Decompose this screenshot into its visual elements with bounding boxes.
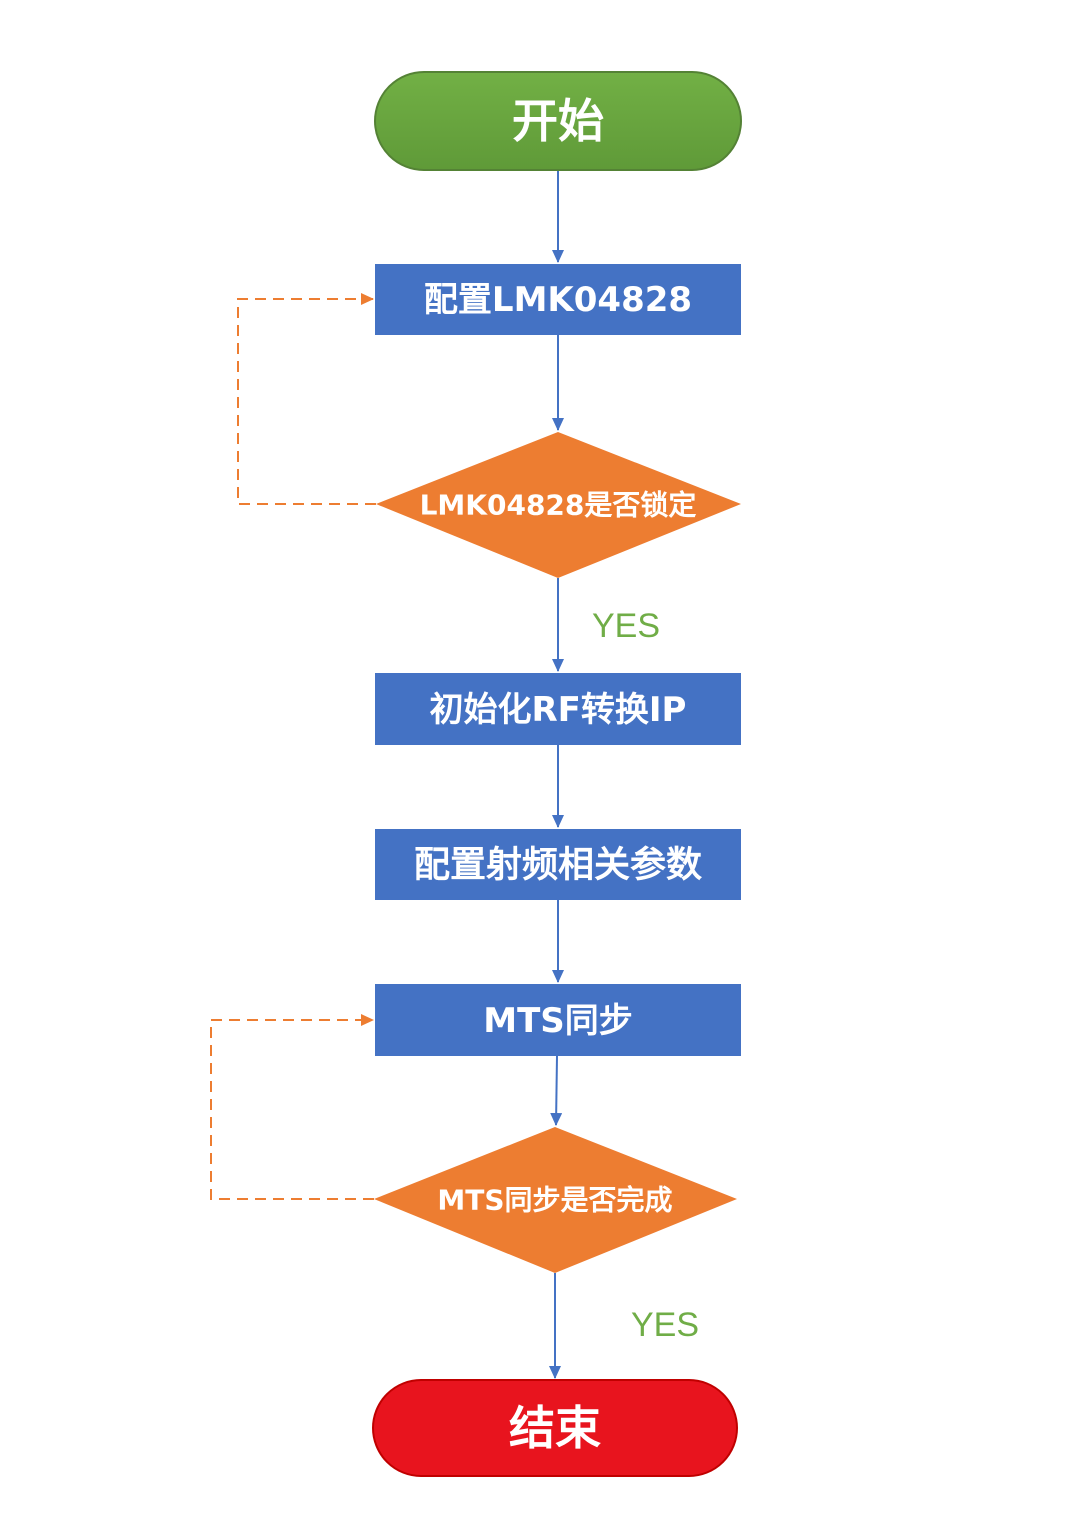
mts-sync-check-label: MTS同步是否完成 — [437, 1184, 672, 1217]
lmk-locked-label: LMK04828是否锁定 — [420, 489, 697, 522]
end-label: 结束 — [509, 1401, 601, 1455]
init-rf-ip-label: 初始化RF转换IP — [430, 690, 687, 730]
loop-arrow-mts-retry — [210, 1014, 374, 1200]
mts-sync-label: MTS同步 — [483, 1001, 633, 1041]
yes-label-lmk: YES — [592, 607, 660, 645]
configure-rf-params-node: 配置射频相关参数 — [375, 829, 741, 900]
configure-lmk-node: 配置LMK04828 — [375, 264, 741, 335]
init-rf-ip-node: 初始化RF转换IP — [375, 673, 741, 745]
mts-sync-decision: MTS同步是否完成 — [374, 1127, 737, 1273]
loop-arrow-lmk-retry — [237, 293, 376, 505]
start-label: 开始 — [512, 94, 604, 148]
yes-label-mts: YES — [631, 1306, 699, 1344]
lmk-locked-decision: LMK04828是否锁定 — [376, 432, 741, 578]
arrow-mts-to-mts-check — [550, 1055, 563, 1126]
end-node: 结束 — [372, 1379, 738, 1477]
mts-sync-node: MTS同步 — [375, 984, 741, 1056]
configure-rf-params-label: 配置射频相关参数 — [414, 845, 702, 886]
configure-lmk-label: 配置LMK04828 — [424, 280, 692, 320]
start-node: 开始 — [374, 71, 742, 171]
